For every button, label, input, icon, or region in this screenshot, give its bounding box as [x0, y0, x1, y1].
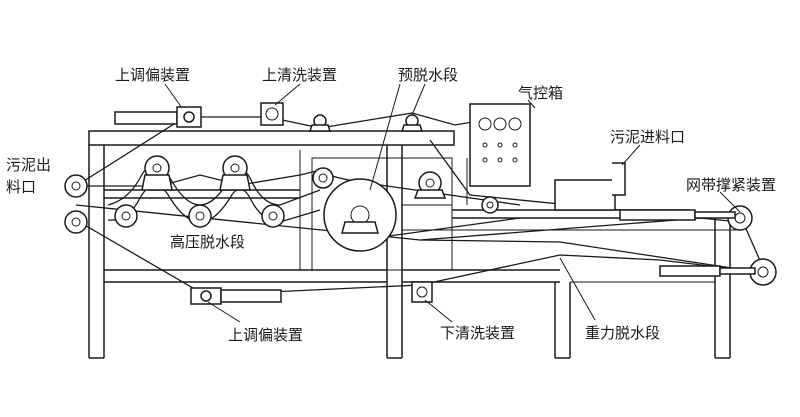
label-upper-deviation-top: 上调偏装置 [115, 66, 190, 84]
pre-roller-right [413, 171, 447, 199]
air-control-box [469, 103, 531, 187]
label-upper-wash: 上清洗装置 [262, 66, 337, 84]
outlet-roller-bottom [64, 210, 88, 234]
label-gravity-dewater: 重力脱水段 [585, 324, 660, 342]
pre-drum-large [323, 178, 397, 252]
top-bearing-2 [400, 114, 424, 132]
label-sludge-inlet: 污泥进料口 [610, 128, 685, 146]
label-high-pressure: 高压脱水段 [170, 233, 245, 251]
lower-deviation-device [190, 287, 282, 305]
label-pre-dewater: 预脱水段 [398, 66, 458, 84]
sludge-inlet-box [554, 162, 626, 211]
top-bearing-1 [308, 114, 332, 132]
tension-roller-lower [749, 258, 777, 286]
tension-cylinder-lower [659, 265, 756, 277]
hp-roller-2 [219, 155, 251, 191]
gravity-roller [481, 196, 499, 214]
label-air-control-box: 气控箱 [518, 84, 563, 102]
label-lower-wash: 下清洗装置 [440, 324, 515, 342]
label-lower-deviation: 上调偏装置 [228, 326, 303, 344]
label-belt-tension: 网带撑紧装置 [686, 176, 776, 194]
hp-roller-5 [261, 204, 285, 228]
label-sludge-outlet-line1: 污泥出 [6, 156, 51, 174]
label-sludge-outlet-line2: 料口 [6, 178, 36, 196]
rollers [64, 114, 777, 286]
hp-roller-1 [141, 155, 173, 191]
lower-wash-device [411, 281, 433, 303]
hp-roller-3 [114, 204, 138, 228]
hp-roller-4 [188, 204, 212, 228]
pre-roller-small [312, 167, 334, 189]
upper-wash-device [260, 102, 284, 126]
leader-lines [164, 83, 741, 323]
outlet-roller-top [64, 174, 88, 198]
tension-cylinder-upper [619, 209, 736, 221]
upper-deviation-device [114, 106, 202, 128]
